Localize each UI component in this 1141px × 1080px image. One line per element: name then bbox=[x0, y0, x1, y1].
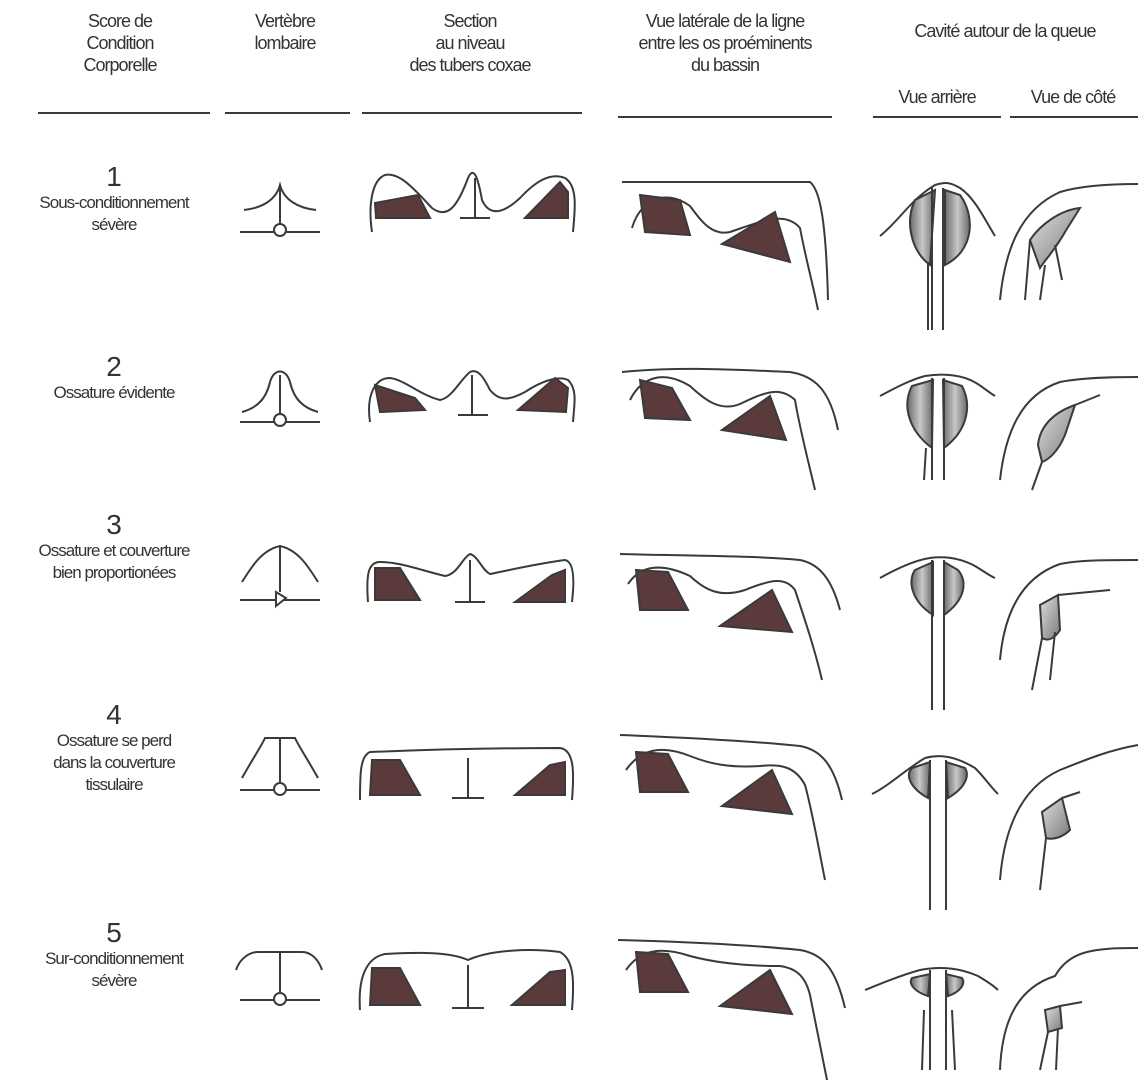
row-3-drawings bbox=[240, 546, 1138, 710]
lateral-view-5 bbox=[618, 940, 845, 1080]
lumbar-vertebra-1 bbox=[240, 185, 320, 236]
lumbar-vertebra-2 bbox=[240, 372, 320, 427]
lumbar-vertebra-3 bbox=[240, 546, 320, 606]
rear-view-5 bbox=[865, 968, 998, 1070]
rear-view-3 bbox=[880, 557, 995, 710]
side-view-1 bbox=[1000, 184, 1138, 300]
row-5-drawings bbox=[236, 940, 1138, 1080]
row-2-drawings bbox=[240, 369, 1138, 490]
section-3 bbox=[367, 554, 573, 602]
lumbar-vertebra-4 bbox=[240, 738, 320, 795]
lateral-view-2 bbox=[622, 369, 838, 490]
row-4-drawings bbox=[240, 735, 1138, 910]
side-view-3 bbox=[1000, 560, 1138, 690]
rear-view-2 bbox=[880, 375, 995, 480]
lateral-view-3 bbox=[620, 554, 840, 680]
row-1-drawings bbox=[240, 173, 1138, 330]
section-4 bbox=[360, 748, 573, 800]
side-view-4 bbox=[1000, 745, 1138, 890]
lumbar-vertebra-5 bbox=[236, 952, 322, 1005]
rear-view-4 bbox=[872, 756, 998, 910]
rear-view-1 bbox=[880, 183, 995, 330]
lateral-view-4 bbox=[620, 735, 842, 880]
section-5 bbox=[360, 950, 573, 1010]
section-1 bbox=[371, 173, 575, 232]
lateral-view-1 bbox=[622, 182, 828, 310]
section-2 bbox=[369, 371, 575, 422]
side-view-2 bbox=[1000, 377, 1138, 490]
side-view-5 bbox=[1000, 948, 1138, 1070]
